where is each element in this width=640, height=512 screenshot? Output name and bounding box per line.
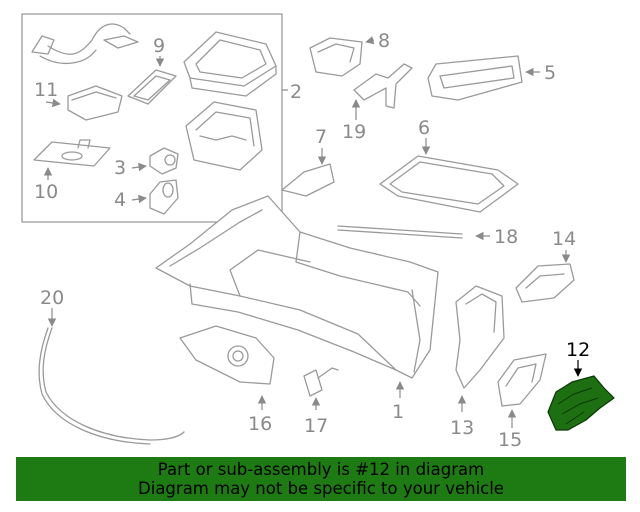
part-15-trim (497, 353, 547, 407)
callout-17: 17 (304, 415, 328, 437)
leader-lines (43, 36, 583, 428)
callout-5: 5 (544, 62, 556, 84)
part-6-armrest (379, 155, 519, 213)
callout-1: 1 (392, 401, 404, 423)
callout-11: 11 (34, 79, 58, 101)
callout-9: 9 (153, 35, 165, 57)
part-16-mechanism (179, 325, 275, 385)
part-11-cable (31, 23, 139, 65)
part-13-cover (455, 285, 505, 389)
banner-line-1: Part or sub-assembly is #12 in diagram (157, 460, 485, 479)
callout-19: 19 (342, 121, 366, 143)
part-5-vent (427, 55, 523, 101)
banner-line-2: Diagram may not be specific to your vehi… (138, 479, 504, 498)
info-banner: Part or sub-assembly is #12 in diagram D… (16, 457, 626, 501)
callout-6: 6 (418, 117, 430, 139)
callout-14: 14 (552, 228, 576, 250)
part-10-tray (33, 139, 111, 167)
callout-20: 20 (40, 287, 64, 309)
parts-diagram: 1 2 3 4 5 6 7 8 9 10 11 12 13 14 15 16 1… (21, 13, 615, 451)
part-2-bin (185, 101, 263, 171)
callout-8: 8 (378, 30, 390, 52)
callout-7: 7 (315, 126, 327, 148)
callout-3: 3 (114, 157, 126, 179)
part-8-bracket (309, 37, 363, 77)
callout-10: 10 (34, 181, 58, 203)
part-20-cable (38, 327, 185, 445)
callout-labels: 1 2 3 4 5 6 7 8 9 10 11 12 13 14 15 16 1… (34, 30, 590, 451)
part-19-bracket (353, 63, 413, 109)
callout-12: 12 (566, 339, 590, 361)
part-17-bulb (303, 367, 339, 397)
part-11-module (67, 85, 123, 121)
callout-4: 4 (114, 189, 126, 211)
part-9-mat (127, 69, 177, 105)
callout-18: 18 (494, 226, 518, 248)
part-2-frame (183, 31, 277, 97)
part-7-trim (281, 163, 335, 197)
callout-13: 13 (450, 417, 474, 439)
part-3-switch (149, 147, 179, 175)
part-12-highlighted (547, 375, 615, 431)
callout-16: 16 (248, 413, 272, 435)
part-18-rod (337, 225, 463, 239)
callout-2: 2 (290, 81, 302, 103)
part-1-console (155, 195, 439, 379)
callout-15: 15 (498, 429, 522, 451)
part-4-switch (149, 179, 179, 215)
part-14-switch-panel (515, 263, 575, 303)
